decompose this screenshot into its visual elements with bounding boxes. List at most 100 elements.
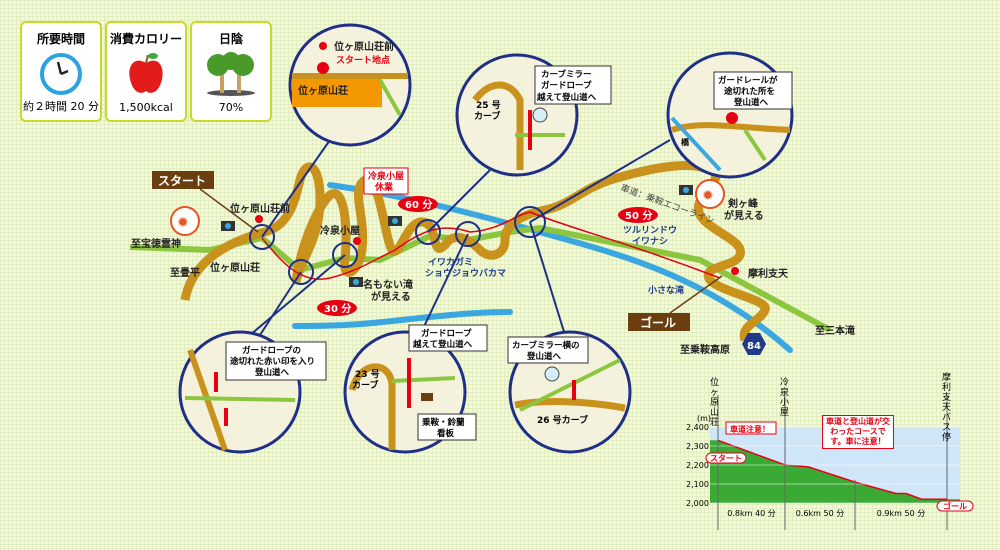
c5-note-1: ガードロープ — [421, 328, 472, 339]
camera-icon — [349, 277, 363, 287]
label-kuraigahara-mae: 位ヶ原山荘前 — [230, 202, 290, 215]
y-tick: 2,100 — [686, 480, 709, 489]
c5-sign-1: 乗鞍・鈴蘭 — [421, 417, 465, 428]
bridge-label: 橋 — [681, 137, 690, 147]
zoom-markers — [249, 206, 546, 285]
place-label: 位 — [710, 376, 719, 388]
flowers-3: ツルリンドウ — [623, 225, 677, 236]
lodge-block — [292, 79, 382, 107]
camera-icon — [221, 221, 235, 231]
nameless-falls-1: 名もない滝 — [363, 278, 413, 291]
info-value: 1,500kcal — [119, 101, 173, 114]
c4-note-3: 登山道へ — [254, 367, 290, 378]
elev-note-1: 車道注意！ — [730, 424, 770, 434]
label-reisen: 冷泉小屋 — [320, 224, 360, 237]
place-label: バ — [942, 412, 951, 423]
apple-icon — [129, 53, 163, 93]
place-label: ス — [942, 423, 951, 433]
label-marishiten: 摩利支天 — [748, 267, 789, 280]
elev-start: スタート — [710, 453, 742, 463]
y-tick: 2,000 — [686, 499, 709, 508]
place-label: 停 — [942, 431, 951, 443]
reisen-closed-1: 冷泉小屋 — [368, 170, 404, 182]
time-badge: 30 分 — [317, 300, 357, 316]
river-lower — [292, 309, 513, 329]
svg-text:60 分: 60 分 — [405, 198, 432, 211]
label-kuraigahara-sanso: 位ヶ原山荘 — [210, 261, 260, 274]
elev-note-2: 車道と登山道が交わったコースです。車に注意！ — [822, 415, 894, 449]
place-label: 原 — [710, 397, 719, 408]
label-to-sanbon: 至三本滝 — [815, 324, 855, 337]
flowers-1: イワカガミ — [428, 256, 473, 268]
c6-curve: 26 号カーブ — [537, 414, 588, 426]
c5-curve-2: カーブ — [352, 379, 378, 391]
nameless-falls-2: が見える — [371, 290, 411, 303]
c1-lodge: 位ヶ原山荘 — [298, 84, 348, 97]
c4-note-2: 途切れた赤い印を入り — [230, 356, 315, 367]
info-title: 消費カロリー — [109, 32, 182, 46]
place-label: 天 — [942, 403, 951, 413]
segment-label: 0.6km 50 分 — [796, 509, 844, 518]
c5-sign-2: 看板 — [436, 428, 455, 439]
c4-note-1: ガードロープの — [242, 345, 301, 356]
callout-lines — [249, 139, 671, 336]
place-label: 山 — [710, 407, 719, 418]
elev-goal: ゴール — [943, 501, 967, 511]
road — [180, 161, 770, 342]
elev-note-1-box — [725, 421, 777, 435]
tsurugi-2: が見える — [724, 209, 764, 222]
place-label: 支 — [942, 391, 951, 403]
c3-note-1: ガードレールが — [718, 75, 778, 86]
info-value: 70% — [218, 101, 244, 114]
y-tick: 2,300 — [686, 442, 709, 451]
maple-icon: ✹ — [170, 206, 200, 236]
start-sign — [152, 171, 214, 189]
segment-label: 0.9km 50 分 — [877, 509, 925, 518]
c6-note-2: 登山道へ — [526, 351, 562, 362]
place-label: ヶ — [710, 388, 719, 398]
tsurugi-1: 剣ヶ峰 — [727, 197, 759, 210]
time-badge: 50 分 — [618, 207, 658, 223]
info-shade: 日陰 70% — [190, 21, 272, 122]
maple-icon: ✹ — [695, 179, 725, 209]
route-84-icon — [742, 333, 766, 355]
bus-stop-icon — [255, 215, 739, 275]
c2-curve-2: カーブ — [474, 110, 500, 122]
c3-note-3: 登山道へ — [733, 97, 769, 108]
svg-text:50 分: 50 分 — [625, 209, 652, 222]
time-badge: 60 分 — [398, 196, 438, 212]
place-label: 冷 — [780, 376, 789, 388]
camera-icon — [388, 216, 402, 226]
label-to-houtoku: 至宝徳霊神 — [131, 237, 181, 250]
flowers-2: ショウジョウバカマ — [425, 268, 506, 279]
place-label: 摩 — [942, 371, 951, 383]
place-label: 利 — [942, 381, 951, 393]
goal-sign — [628, 313, 690, 331]
c1-start-point: スタート地点 — [336, 54, 390, 66]
y-tick: 2,200 — [686, 461, 709, 470]
c2-note-2: ガードロープ — [541, 80, 592, 91]
place-label: 泉 — [780, 386, 789, 398]
clock-icon — [40, 53, 82, 95]
reisen-closed-2: 休業 — [374, 181, 394, 193]
info-calories: 消費カロリー 1,500kcal — [105, 21, 187, 122]
c2-note-1: カーブミラー — [541, 69, 592, 80]
c5-curve-1: 23 号 — [355, 369, 380, 380]
label-small-falls: 小さな滝 — [647, 284, 684, 296]
trees-icon — [207, 52, 255, 96]
elevation-line — [717, 439, 947, 500]
c3-note-2: 途切れた所を — [724, 86, 775, 97]
info-title: 所要時間 — [36, 32, 85, 46]
goal-label: ゴール — [640, 315, 676, 330]
c6-note-1: カーブミラー横の — [512, 340, 580, 351]
flowers-4: イワナシ — [632, 236, 668, 247]
route-number: 84 — [747, 341, 761, 352]
start-point-icon — [317, 62, 329, 74]
start-label: スタート — [158, 174, 206, 188]
place-label: 小 — [780, 397, 789, 408]
info-value: 約２時間 20 分 — [23, 100, 99, 113]
c5-note-2: 越えて登山道へ — [412, 339, 473, 350]
c2-curve-1: 25 号 — [476, 100, 501, 111]
info-title: 日陰 — [218, 32, 243, 46]
